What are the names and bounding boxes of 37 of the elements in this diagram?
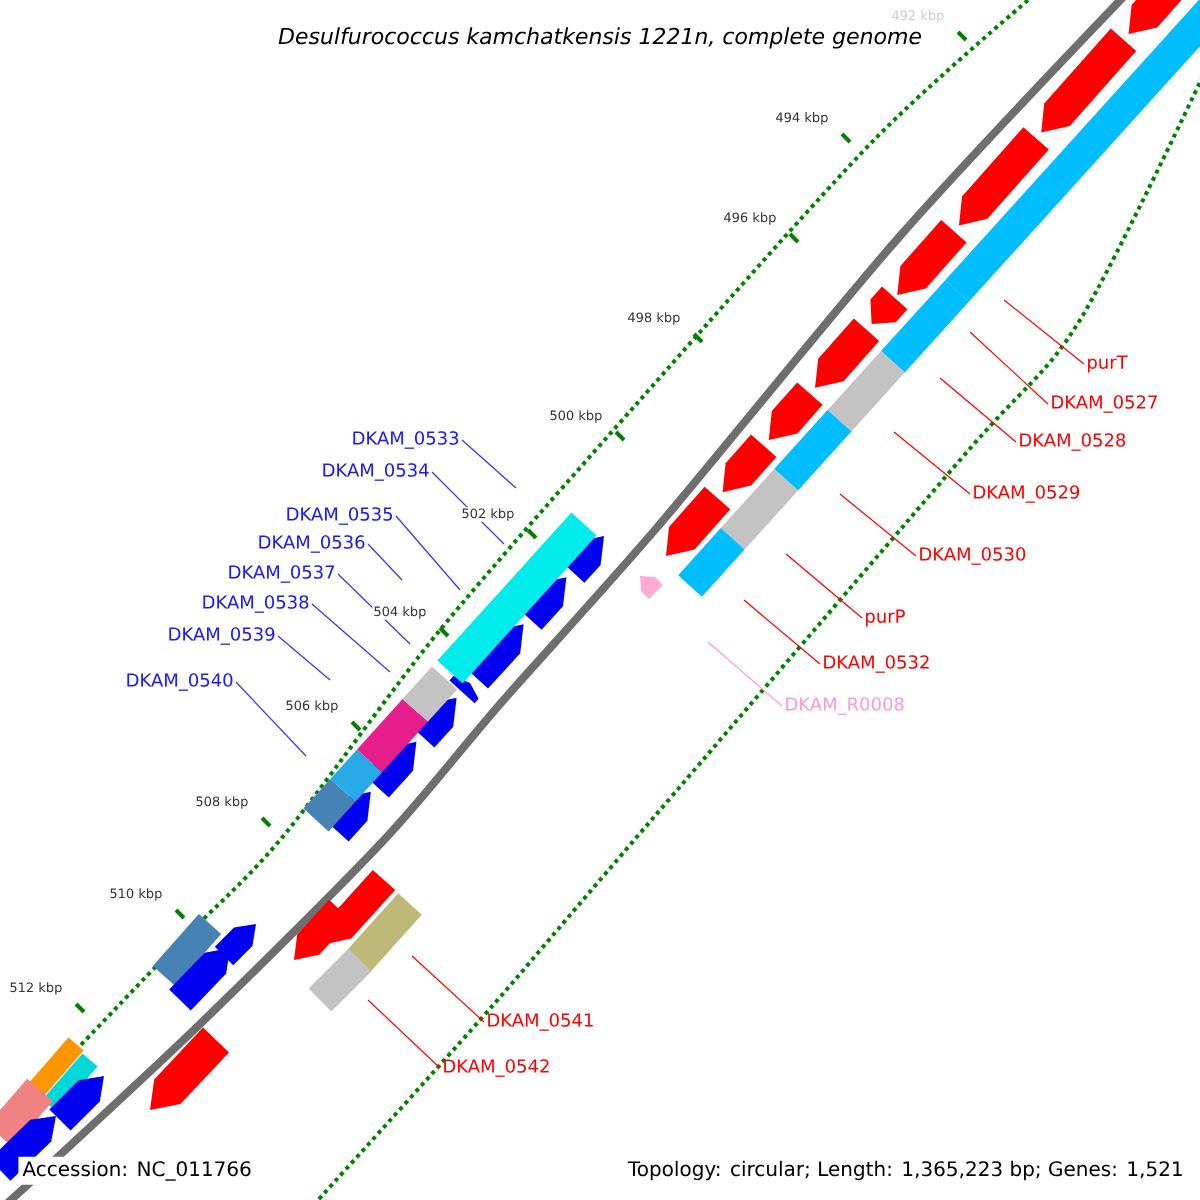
leader-line — [743, 599, 821, 665]
gene-label: DKAM_0539 — [169, 627, 275, 645]
gene-label: DKAM_0537 — [229, 565, 335, 583]
leader-line — [707, 641, 783, 707]
gene-label: DKAM_0533 — [353, 431, 459, 449]
gene-label: DKAM_0528 — [1020, 433, 1126, 451]
leader-line — [395, 515, 461, 591]
gene-label: purT — [1088, 355, 1128, 373]
genome-info-text: Topology: circular; Length: 1,365,223 bp; Genes: 1,521 — [627, 1160, 1182, 1181]
leader-line — [969, 331, 1049, 405]
gene-label: DKAM_0530 — [920, 547, 1026, 565]
leader-line — [461, 439, 517, 489]
leader-line — [785, 553, 863, 619]
gene-label: DKAM_0535 — [287, 507, 393, 525]
leader-line — [367, 543, 403, 581]
gene-label: DKAM_0534 — [323, 463, 429, 481]
leader-line — [1003, 299, 1085, 365]
gene-label: DKAM_0536 — [259, 535, 365, 553]
gene-label: DKAM_R0008 — [786, 697, 904, 715]
gene-label: DKAM_0527 — [1052, 395, 1157, 413]
gene-label: DKAM_0538 — [203, 595, 309, 613]
gene-label: DKAM_0540 — [127, 673, 233, 691]
gene-label: DKAM_0541 — [488, 1013, 593, 1031]
leader-line — [367, 999, 441, 1069]
accession-text: Accession: NC_011766 — [18, 1156, 256, 1185]
leader-line — [235, 681, 307, 757]
gene-label: purP — [866, 609, 905, 627]
leader-line — [311, 603, 391, 673]
leader-line — [277, 635, 331, 681]
title: Desulfurococcus kamchatkensis 1221n, complete genome — [278, 27, 921, 49]
leader-line — [893, 431, 971, 495]
gene-label: DKAM_0532 — [824, 655, 929, 673]
gene-label: DKAM_0529 — [974, 485, 1080, 503]
leader-line — [411, 955, 485, 1023]
leader-line — [939, 377, 1017, 443]
gene-label: DKAM_0542 — [444, 1059, 549, 1077]
leader-line — [839, 493, 917, 557]
